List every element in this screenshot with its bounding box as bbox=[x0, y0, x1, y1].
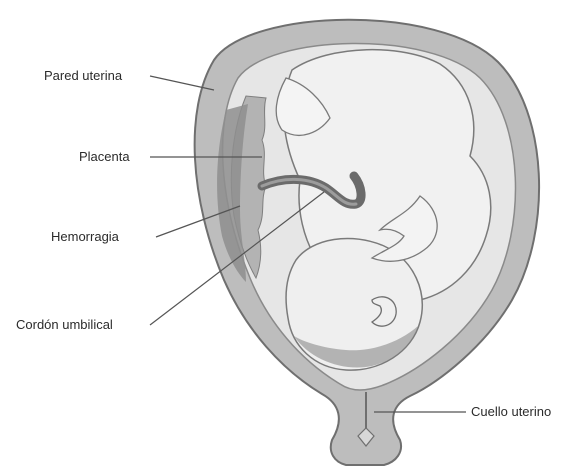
label-hemorrhage: Hemorragia bbox=[51, 229, 119, 245]
label-cervix: Cuello uterino bbox=[471, 404, 551, 420]
label-umbilical-cord: Cordón umbilical bbox=[16, 317, 113, 333]
label-uterine-wall: Pared uterina bbox=[44, 68, 122, 84]
label-placenta: Placenta bbox=[79, 149, 130, 165]
